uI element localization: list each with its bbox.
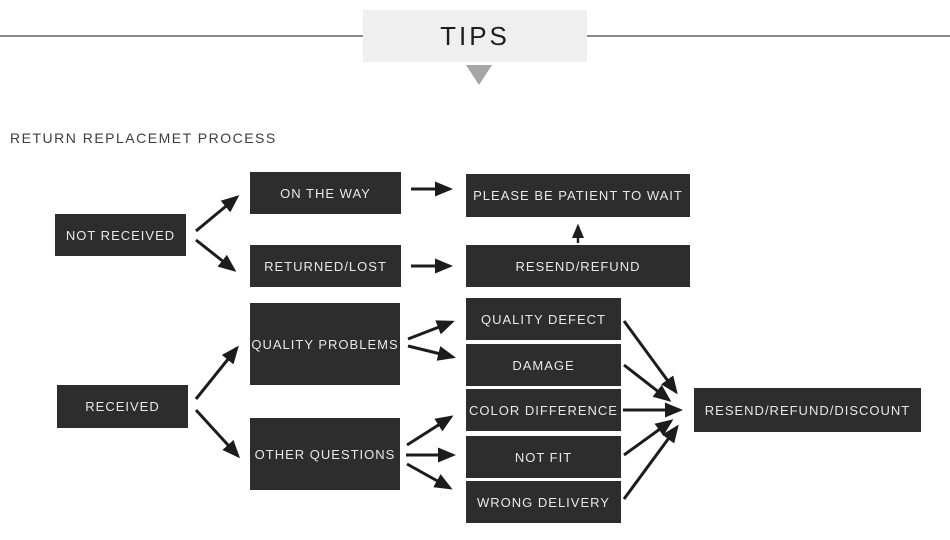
edge-received-other-questions bbox=[194, 408, 241, 459]
edge-quality-defect-resend-refund-discount bbox=[622, 320, 678, 395]
node-label: RESEND/REFUND bbox=[515, 258, 641, 274]
node-quality-defect: QUALITY DEFECT bbox=[466, 298, 621, 340]
node-color-difference: COLOR DIFFERENCE bbox=[466, 389, 621, 431]
down-triangle-icon bbox=[466, 65, 492, 85]
edge-quality-problems-damage bbox=[407, 344, 456, 361]
edge-other-questions-color-difference bbox=[406, 415, 454, 447]
edge-received-quality-problems bbox=[194, 345, 239, 400]
edge-quality-problems-quality-defect bbox=[407, 320, 455, 341]
node-label: NOT RECEIVED bbox=[65, 227, 176, 243]
node-label: NOT FIT bbox=[514, 449, 573, 465]
node-resend-refund-discount: RESEND/REFUND/DISCOUNT bbox=[694, 388, 921, 432]
node-label: COLOR DIFFERENCE bbox=[469, 402, 618, 418]
edge-damage-resend-refund-discount bbox=[623, 363, 672, 402]
section-title: RETURN REPLACEMET PROCESS bbox=[10, 130, 277, 146]
node-returned-lost: RETURNED/LOST bbox=[250, 245, 401, 287]
node-label: RECEIVED bbox=[85, 399, 160, 414]
node-label: OTHER QUESTIONS bbox=[254, 446, 396, 462]
node-label: ON THE WAY bbox=[280, 185, 371, 201]
node-resend-refund: RESEND/REFUND bbox=[466, 245, 690, 287]
node-not-fit: NOT FIT bbox=[466, 436, 621, 478]
node-label: QUALITY PROBLEMS bbox=[251, 336, 399, 352]
node-damage: DAMAGE bbox=[466, 344, 621, 386]
edge-not-fit-resend-refund-discount bbox=[623, 419, 674, 457]
node-label: WRONG DELIVERY bbox=[477, 494, 610, 510]
node-other-questions: OTHER QUESTIONS bbox=[250, 418, 400, 490]
node-received: RECEIVED bbox=[57, 385, 188, 428]
node-label: RETURNED/LOST bbox=[264, 258, 387, 274]
edge-other-questions-wrong-delivery bbox=[406, 462, 453, 490]
node-wrong-delivery: WRONG DELIVERY bbox=[466, 481, 621, 523]
node-label: RESEND/REFUND/DISCOUNT bbox=[704, 402, 911, 418]
node-on-the-way: ON THE WAY bbox=[250, 172, 401, 214]
edge-not-received-returned-lost bbox=[195, 238, 237, 272]
node-label: DAMAGE bbox=[512, 357, 575, 373]
page-title: TIPS bbox=[440, 20, 510, 51]
node-label: PLEASE BE PATIENT TO WAIT bbox=[473, 188, 683, 203]
node-not-received: NOT RECEIVED bbox=[55, 214, 186, 256]
edge-wrong-delivery-resend-refund-discount bbox=[622, 424, 679, 500]
node-label: QUALITY DEFECT bbox=[480, 311, 606, 327]
edge-not-received-on-the-way bbox=[195, 195, 240, 233]
node-please-be-patient-to-wait: PLEASE BE PATIENT TO WAIT bbox=[466, 174, 690, 217]
header-title-box: TIPS bbox=[363, 10, 587, 62]
node-quality-problems: QUALITY PROBLEMS bbox=[250, 303, 400, 385]
